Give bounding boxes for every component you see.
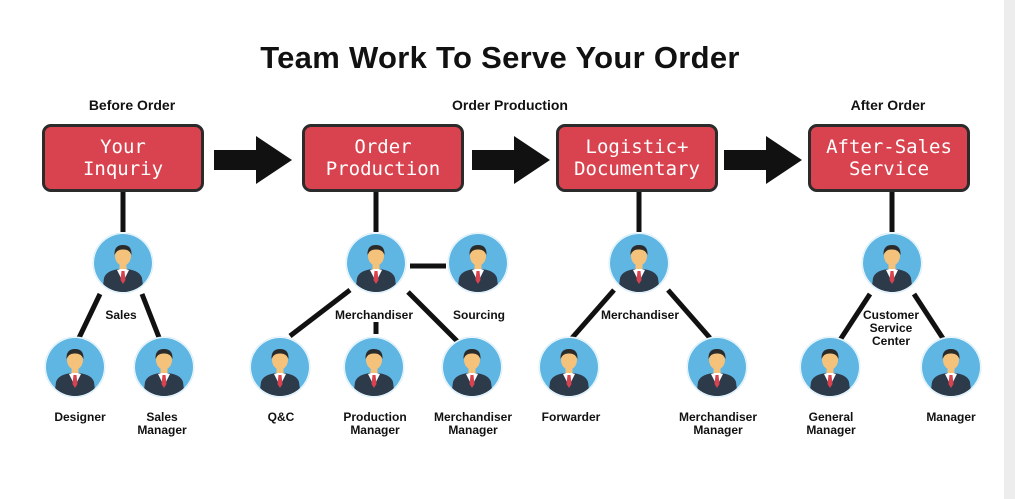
role-label-sales: Sales — [105, 308, 137, 322]
page-title: Team Work To Serve Your Order — [260, 40, 740, 75]
merchandiser-manager-avatar — [686, 336, 748, 398]
role-label-merchandiser: Merchandiser — [600, 308, 680, 322]
businessman-avatar-icon — [608, 232, 670, 294]
connector-line — [570, 288, 616, 340]
customer-service-avatar — [861, 232, 923, 294]
businessman-avatar-icon — [686, 336, 748, 398]
businessman-avatar-icon — [447, 232, 509, 294]
phase-after-order: After Order — [850, 97, 926, 113]
businessman-avatar-icon — [92, 232, 154, 294]
manager-avatar — [920, 336, 982, 398]
connector-line — [75, 292, 103, 342]
connector-line — [666, 288, 712, 340]
businessman-avatar-icon — [343, 336, 405, 398]
connector-line — [837, 292, 873, 342]
connector-line — [406, 290, 464, 348]
role-label-merchandiser: Merchandiser — [334, 308, 414, 322]
businessman-avatar-icon — [441, 336, 503, 398]
merchandiser-manager-avatar — [441, 336, 503, 398]
stage-logistic-documentary: Logistic+ Documentary — [556, 124, 718, 192]
role-label-production-manager: Production Manager — [343, 410, 407, 437]
businessman-avatar-icon — [249, 336, 311, 398]
general-manager-avatar — [799, 336, 861, 398]
businessman-avatar-icon — [920, 336, 982, 398]
role-label-general-manager: General Manager — [806, 410, 856, 437]
businessman-avatar-icon — [538, 336, 600, 398]
forwarder-avatar — [538, 336, 600, 398]
stage-your-inquiry: Your Inquriy — [42, 124, 204, 192]
connector-line — [139, 293, 163, 341]
role-label-merchandiser-manager: Merchandiser Manager — [678, 410, 758, 437]
stage-after-sales-service: After-Sales Service — [808, 124, 970, 192]
phase-before-order: Before Order — [88, 97, 176, 113]
sales-avatar — [92, 232, 154, 294]
phase-order-production: Order Production — [452, 97, 568, 113]
role-label-manager: Manager — [926, 410, 976, 424]
right-arrow-icon — [472, 136, 550, 184]
stage-order-production: Order Production — [302, 124, 464, 192]
connector-line — [911, 292, 947, 342]
sales-manager-avatar — [133, 336, 195, 398]
designer-avatar — [44, 336, 106, 398]
qc-avatar — [249, 336, 311, 398]
merchandiser-avatar — [345, 232, 407, 294]
businessman-avatar-icon — [861, 232, 923, 294]
role-label-forwarder: Forwarder — [541, 410, 601, 424]
businessman-avatar-icon — [44, 336, 106, 398]
role-label-qc: Q&C — [267, 410, 295, 424]
merchandiser-avatar — [608, 232, 670, 294]
businessman-avatar-icon — [133, 336, 195, 398]
role-label-merchandiser-manager: Merchandiser Manager — [433, 410, 513, 437]
right-arrow-icon — [724, 136, 802, 184]
sourcing-avatar — [447, 232, 509, 294]
role-label-sourcing: Sourcing — [452, 308, 505, 322]
businessman-avatar-icon — [799, 336, 861, 398]
connector-line — [288, 288, 352, 338]
role-label-designer: Designer — [54, 410, 106, 424]
right-edge-strip — [1004, 0, 1015, 499]
production-manager-avatar — [343, 336, 405, 398]
role-label-customer-service-center: Customer Service Center — [862, 308, 919, 348]
role-label-sales-manager: Sales Manager — [137, 410, 187, 437]
businessman-avatar-icon — [345, 232, 407, 294]
right-arrow-icon — [214, 136, 292, 184]
